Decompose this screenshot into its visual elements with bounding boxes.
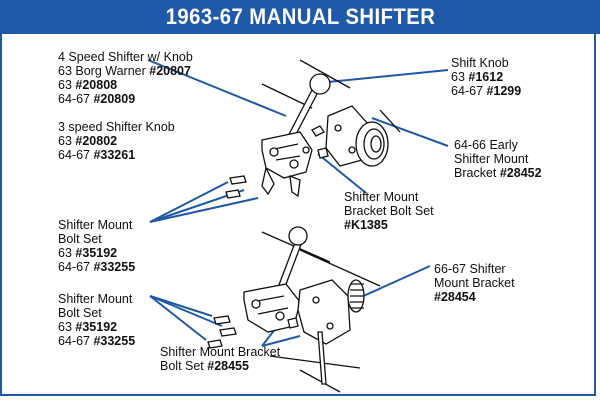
bracket-bolt-top-part: #K1385 (344, 218, 388, 232)
title-banner: 1963-67 MANUAL SHIFTER (0, 0, 600, 34)
mount-bolt-2-line2: Bolt Set (58, 306, 102, 320)
label-bracket-bolt-set-top: Shifter Mount Bracket Bolt Set #K1385 (344, 190, 434, 232)
leader-shift-knob (327, 69, 449, 83)
label-shift-knob: Shift Knob 63 #1612 64-67 #1299 (451, 56, 521, 98)
shift-knob-upper (309, 73, 331, 95)
four-speed-part-64-67: 64-67 #20809 (58, 92, 136, 106)
shift-knob-part-63: 63 #1612 (451, 70, 504, 84)
bracket-bolt-bottom-line1: Shifter Mount Bracket (160, 345, 281, 359)
mount-bolt-1-line1: Shifter Mount (58, 218, 133, 232)
late-bracket-line1: 66-67 Shifter (434, 262, 506, 276)
page-title: 1963-67 MANUAL SHIFTER (165, 4, 435, 29)
label-three-speed-knob: 3 speed Shifter Knob 63 #20802 64-67 #33… (58, 120, 175, 162)
label-early-bracket: 64-66 Early Shifter Mount Bracket #28452 (454, 138, 542, 180)
label-mount-bolt-set-1: Shifter Mount Bolt Set 63 #35192 64-67 #… (58, 218, 135, 274)
leader-four-speed (147, 59, 287, 117)
early-bracket-line1: 64-66 Early (454, 138, 518, 152)
late-bracket-part: #28454 (434, 290, 476, 304)
early-bracket-line2: Shifter Mount (454, 152, 529, 166)
bracket-bolt-bottom-part: Bolt Set #28455 (160, 359, 249, 373)
upper-shifter-assembly (225, 59, 401, 199)
early-bracket-part: Bracket #28452 (454, 166, 542, 180)
mount-bolt-1-part-63: 63 #35192 (58, 246, 118, 260)
leader-early-bracket (371, 117, 449, 147)
leader-bracket-bolt-top (317, 153, 367, 194)
four-speed-part-63: 63 #20808 (58, 78, 118, 92)
mount-bolt-1-line2: Bolt Set (58, 232, 102, 246)
shift-knob-title: Shift Knob (451, 56, 509, 70)
leader-bolt-set-2b (149, 295, 223, 327)
four-speed-part-63bw: 63 Borg Warner #20807 (58, 64, 191, 78)
mount-bolt-2-line1: Shifter Mount (58, 292, 133, 306)
mount-bolt-2-part-63: 63 #35192 (58, 320, 118, 334)
label-bracket-bolt-set-bottom: Shifter Mount Bracket Bolt Set #28455 (160, 345, 280, 373)
mount-bolt-2-part-64-67: 64-67 #33255 (58, 334, 136, 348)
lower-shifter-assembly (207, 226, 381, 393)
shift-knob-lower (288, 226, 308, 246)
three-speed-part-63: 63 #20802 (58, 134, 118, 148)
leader-bracket-bolt-bottom-b (261, 335, 301, 347)
label-four-speed-shifter: 4 Speed Shifter w/ Knob 63 Borg Warner #… (58, 50, 193, 106)
bracket-bolt-top-line1: Shifter Mount (344, 190, 419, 204)
leader-bolt-set-2c (149, 295, 207, 341)
leader-bolt-set-1a (149, 181, 229, 223)
three-speed-title: 3 speed Shifter Knob (58, 120, 175, 134)
mount-bolt-1-part-64-67: 64-67 #33255 (58, 260, 136, 274)
late-bracket-shape (297, 279, 351, 345)
late-bracket-line2: Mount Bracket (434, 276, 515, 290)
bracket-bolt-top-line2: Bracket Bolt Set (344, 204, 434, 218)
shift-knob-part-64-67: 64-67 #1299 (451, 84, 522, 98)
label-late-bracket: 66-67 Shifter Mount Bracket #28454 (434, 262, 515, 304)
label-mount-bolt-set-2: Shifter Mount Bolt Set 63 #35192 64-67 #… (58, 292, 135, 348)
three-speed-part-64-67: 64-67 #33261 (58, 148, 136, 162)
leader-bolt-set-1c (149, 197, 259, 223)
four-speed-title: 4 Speed Shifter w/ Knob (58, 50, 193, 64)
